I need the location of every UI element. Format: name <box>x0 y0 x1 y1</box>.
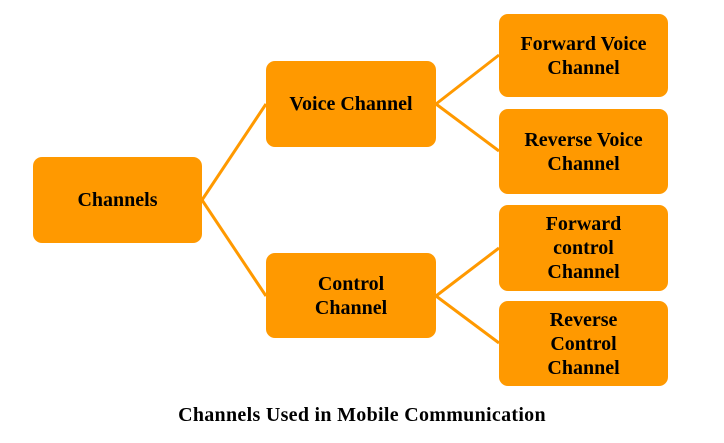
connector-voice-fvc <box>435 53 500 106</box>
node-reverse-voice-label-2: Channel <box>547 152 620 175</box>
node-control-channel-label-2: Channel <box>314 296 388 319</box>
node-voice-channel-label: Voice Channel <box>289 93 413 115</box>
node-control-channel: Control Channel <box>266 253 436 338</box>
node-forward-voice-label-2: Channel <box>547 56 620 79</box>
connector-control-rcc <box>435 294 500 345</box>
node-voice-channel: Voice Channel <box>266 61 436 147</box>
node-channels-label: Channels <box>77 189 158 211</box>
node-reverse-control-label-3: Channel <box>547 356 620 379</box>
node-forward-control-label-1: Forward <box>545 213 622 235</box>
connector-voice-rvc <box>435 102 500 153</box>
node-channels: Channels <box>33 157 202 243</box>
node-control-channel-label-1: Control <box>317 272 385 295</box>
node-forward-voice-channel: Forward Voice Channel <box>499 14 668 97</box>
node-forward-control-channel: Forward control Channel <box>499 205 668 291</box>
node-forward-voice-label-1: Forward Voice <box>520 32 647 55</box>
node-forward-control-label-2: control <box>553 237 614 259</box>
connector-channels-control <box>200 199 268 297</box>
node-forward-control-label-3: Channel <box>547 261 620 283</box>
figure-caption: Channels Used in Mobile Communication <box>178 404 546 426</box>
node-reverse-voice-channel: Reverse Voice Channel <box>499 109 668 194</box>
node-reverse-control-label-2: Control <box>550 332 617 355</box>
connector-control-fcc <box>435 246 500 298</box>
node-reverse-control-label-1: Reverse <box>549 308 618 331</box>
node-reverse-voice-label-1: Reverse Voice <box>524 128 643 151</box>
node-reverse-control-channel: Reverse Control Channel <box>499 301 668 386</box>
connector-channels-voice <box>200 103 268 201</box>
